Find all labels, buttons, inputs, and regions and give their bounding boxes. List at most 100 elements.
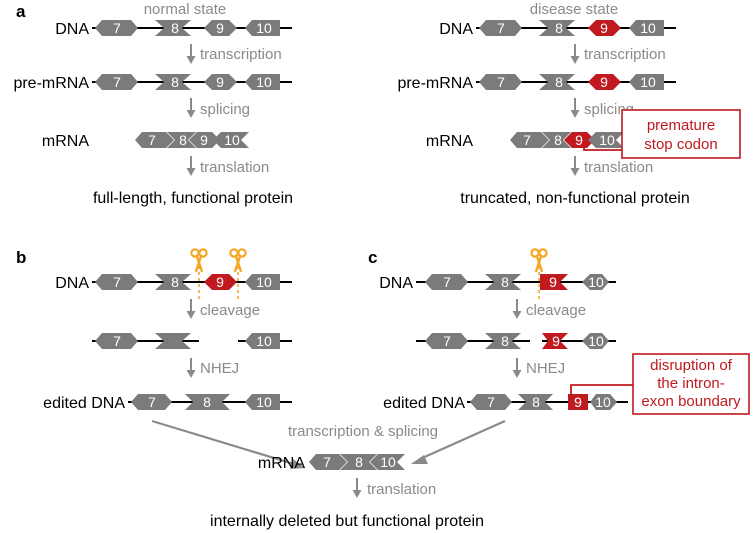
- exon-10: [629, 20, 664, 36]
- exon-7: [425, 333, 468, 349]
- exon-7-label: 7: [323, 454, 331, 470]
- cleaved-fragments-c: 7 8 9 10: [416, 333, 616, 349]
- header-normal-state: normal state: [144, 1, 227, 18]
- down-arrow-icon: [185, 43, 197, 65]
- down-arrow-icon: [569, 97, 581, 119]
- down-arrow-icon: [511, 298, 523, 320]
- down-arrow-icon: [185, 155, 197, 177]
- exon-10: [213, 132, 249, 148]
- exon-8-label: 8: [355, 454, 363, 470]
- exon-7-label: 7: [523, 132, 531, 148]
- panel-a-label: a: [16, 2, 26, 21]
- exon-8: [485, 274, 521, 290]
- stop-codon-note-line2: stop codon: [644, 136, 717, 153]
- exon-10-label: 10: [640, 20, 656, 36]
- converging-arrows: [151, 419, 506, 469]
- premature-stop-codon-callout: premature stop codon: [583, 109, 741, 159]
- boundary-note-line1: disruption of: [650, 357, 733, 374]
- exon-7-label: 7: [148, 132, 156, 148]
- gene-track-disease-pre-mrna: 7 8 9 10: [476, 74, 676, 90]
- step-splicing: splicing: [200, 101, 250, 118]
- edited-dna-label: edited DNA: [383, 395, 465, 412]
- exon-7: [95, 333, 138, 349]
- mrna-normal: 7 8 9 10: [135, 132, 249, 148]
- exon-9-label: 9: [574, 394, 582, 410]
- step-translation: translation: [200, 159, 269, 176]
- exon-8-label: 8: [554, 132, 562, 148]
- exon-10: [245, 394, 280, 410]
- exon-7: [479, 74, 522, 90]
- caption-full-length-protein: full-length, functional protein: [93, 190, 293, 207]
- exon-10-label: 10: [256, 74, 272, 90]
- exon-8: [539, 20, 575, 36]
- caption-internally-deleted-protein: internally deleted but functional protei…: [210, 513, 484, 530]
- exon-9-label: 9: [549, 274, 557, 290]
- exon-9-label: 9: [216, 274, 224, 290]
- exon-10-label: 10: [224, 132, 240, 148]
- gene-track-b-edited: 7 8 10: [128, 394, 292, 410]
- mutant-exon-9: [588, 74, 621, 90]
- exon-10: [588, 132, 624, 148]
- exon-10: [582, 274, 609, 290]
- exon-8: [485, 333, 521, 349]
- exon-8: [155, 74, 191, 90]
- exon-10-label: 10: [256, 333, 272, 349]
- exon-9-label: 9: [200, 132, 208, 148]
- exon-10-label: 10: [256, 394, 272, 410]
- step-transcription-splicing: transcription & splicing: [288, 423, 438, 440]
- exon-8: [155, 333, 191, 349]
- boundary-note-line2: the intron-: [657, 375, 725, 392]
- mrna-label: mRNA: [426, 133, 473, 150]
- exon-7-label: 7: [113, 274, 121, 290]
- exon-10-label: 10: [588, 274, 604, 290]
- exon-7-label: 7: [443, 333, 451, 349]
- exon-7-label: 7: [113, 333, 121, 349]
- exon-10: [245, 20, 280, 36]
- down-arrow-icon: [185, 298, 197, 320]
- exon-7-label: 7: [487, 394, 495, 410]
- step-transcription: transcription: [200, 46, 282, 63]
- gene-track-c-edited: 7 8 9 10: [467, 394, 628, 410]
- edited-dna-label: edited DNA: [43, 395, 125, 412]
- exon-7-label: 7: [113, 74, 121, 90]
- exon-9: [189, 132, 220, 148]
- dna-label: DNA: [55, 275, 89, 292]
- exon-7: [95, 274, 138, 290]
- caption-truncated-protein: truncated, non-functional protein: [460, 190, 689, 207]
- down-arrow-icon: [569, 155, 581, 177]
- exon-8-label: 8: [179, 132, 187, 148]
- step-nhej: NHEJ: [526, 360, 565, 377]
- dna-label: DNA: [55, 21, 89, 38]
- mutant-exon-9: [540, 274, 568, 290]
- exon-8-label: 8: [555, 74, 563, 90]
- exon-10-label: 10: [595, 394, 611, 410]
- exon-10: [245, 274, 280, 290]
- exon-9-label: 9: [600, 74, 608, 90]
- exon-10: [582, 333, 609, 349]
- cleaved-fragments-b: 7 10: [92, 333, 292, 349]
- exon-10: [370, 454, 405, 470]
- gene-track-normal-pre-mrna: 7 8 9 10: [92, 74, 292, 90]
- exon-10-label: 10: [640, 74, 656, 90]
- gene-track-normal-dna: 7 8 9 10: [92, 20, 292, 36]
- exon-8: [340, 454, 377, 470]
- exon-9-label: 9: [600, 20, 608, 36]
- exon-7: [470, 394, 512, 410]
- dna-label: DNA: [439, 21, 473, 38]
- exon-8-label: 8: [501, 333, 509, 349]
- exon-7-label: 7: [113, 20, 121, 36]
- exon-9-label: 9: [552, 333, 560, 349]
- intron-exon-boundary-callout: disruption of the intron- exon boundary: [570, 353, 750, 415]
- exon-7: [425, 274, 468, 290]
- exon-10: [590, 394, 617, 410]
- down-arrow-icon: [569, 43, 581, 65]
- step-translation: translation: [367, 481, 436, 498]
- exon-8: [518, 394, 553, 410]
- stop-codon-note-line1: premature: [647, 117, 715, 134]
- boundary-note-line3: exon boundary: [641, 393, 741, 410]
- down-arrow-icon: [185, 357, 197, 379]
- exon-8: [185, 394, 230, 410]
- mutant-exon-9: [588, 20, 621, 36]
- exon-8-label: 8: [171, 20, 179, 36]
- exon-8: [539, 74, 575, 90]
